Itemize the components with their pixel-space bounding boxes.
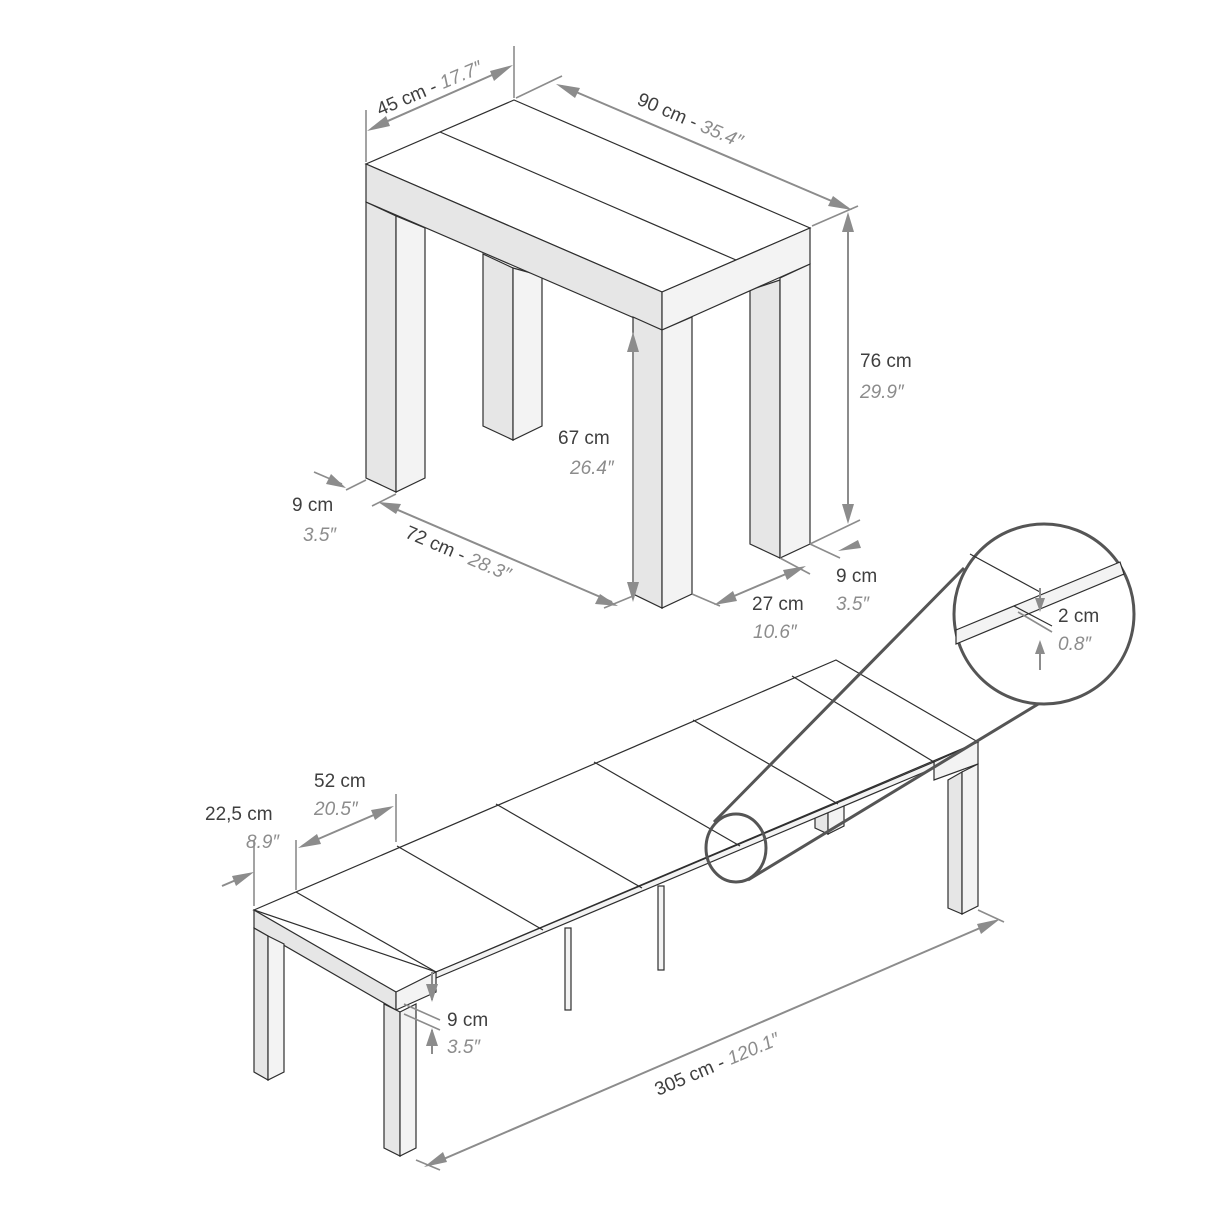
detail-source-ring [704, 812, 768, 884]
leg-gap-cm: 27 cm [752, 594, 804, 615]
depth-label: 45 cm - 17.7″ [374, 57, 487, 121]
closed-table-drawing [364, 99, 812, 609]
extended-top [252, 659, 980, 973]
leaf-inch: 20.5″ [313, 799, 359, 820]
apron-side [661, 227, 811, 331]
leg-left-inch: 3.5″ [303, 525, 337, 546]
apron-cm: 9 cm [447, 1010, 488, 1031]
leg-back-right [749, 263, 811, 559]
total-length-label: 305 cm - 120.1″ [652, 1029, 784, 1101]
extended-table-drawing [252, 659, 980, 1157]
leaf-thickness-inch: 0.8″ [1058, 634, 1092, 655]
leg-left-cm: 9 cm [292, 495, 333, 516]
leg-front-right [632, 316, 693, 609]
leg-gap-inch: 10.6″ [753, 622, 798, 643]
closed-dimension-lines [313, 46, 861, 609]
apron-inch: 3.5″ [447, 1037, 481, 1058]
detail-magnifier [952, 522, 1136, 706]
leaf-cm: 52 cm [314, 771, 366, 792]
detail-callout: 2 cm 0.8″ [704, 522, 1136, 884]
width-label: 90 cm - 35.4″ [634, 89, 747, 153]
leg-front-left [365, 201, 426, 493]
clearance-inch: 26.4″ [569, 458, 615, 479]
clearance-cm: 67 cm [558, 428, 610, 449]
end-piece-cm: 22,5 cm [205, 804, 273, 825]
extended-labels: 22,5 cm 8.9″ 52 cm 20.5″ 9 cm 3.5″ 305 c… [205, 771, 784, 1101]
leg-right-cm: 9 cm [836, 566, 877, 587]
end-piece-inch: 8.9″ [246, 832, 280, 853]
leg-back [482, 253, 543, 441]
inner-span-label: 72 cm - 28.3″ [402, 522, 515, 586]
leg-right-inch: 3.5″ [836, 594, 870, 615]
height-cm: 76 cm [860, 351, 912, 372]
leaf-thickness-cm: 2 cm [1058, 606, 1099, 627]
extended-dimension-lines [221, 794, 1005, 1171]
height-inch: 29.9″ [859, 382, 905, 403]
